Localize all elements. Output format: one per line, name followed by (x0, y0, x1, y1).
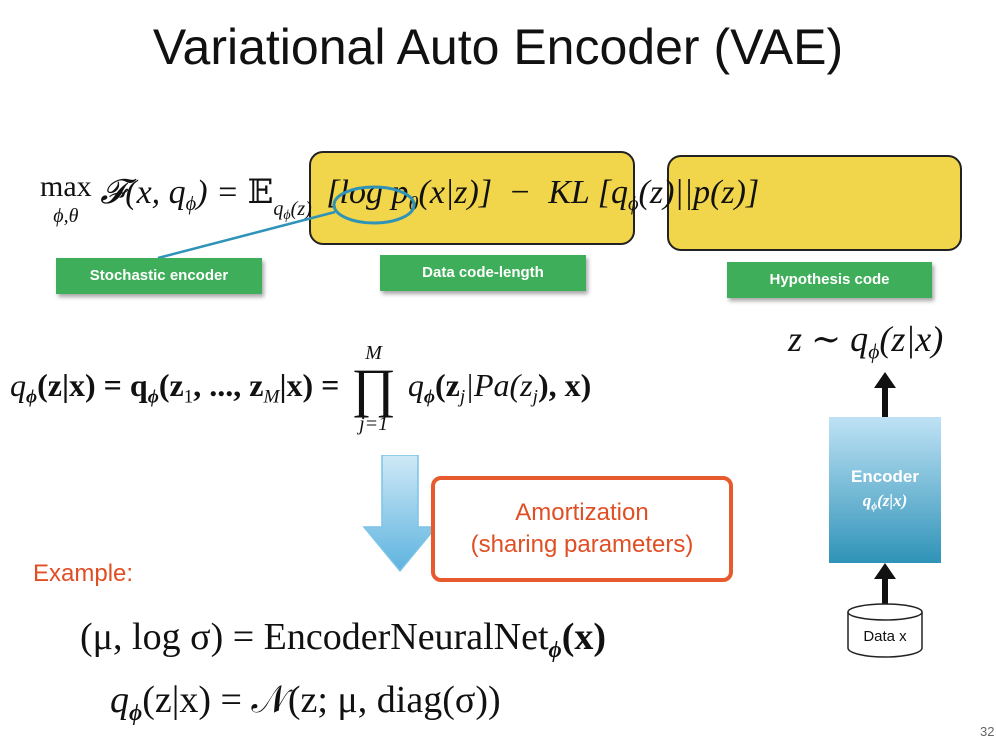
data-code-length-label: Data code-length (380, 255, 586, 291)
max-operator: max ϕ,θ (40, 170, 92, 227)
stochastic-encoder-label: Stochastic encoder (56, 258, 262, 294)
amortization-callout: Amortization (sharing parameters) (431, 476, 733, 582)
data-term: [log pθ(x|z)] (326, 174, 493, 216)
objective-equation: max ϕ,θ 𝓕(x, qϕ) = 𝔼qϕ(z) [log pθ(x|z)] … (40, 170, 760, 227)
encoder-formula: qϕ(z|x) (862, 491, 908, 513)
expectation-symbol: 𝔼 (247, 174, 274, 211)
expectation-subscript: qϕ(z) (273, 198, 312, 224)
encoder-block: Encoder qϕ(z|x) (829, 417, 941, 563)
hypothesis-code-label: Hypothesis code (727, 262, 932, 298)
database-cylinder-icon (847, 603, 923, 658)
data-input-arrow (874, 563, 896, 609)
objective-lhs: 𝓕(x, qϕ) = (100, 174, 239, 216)
kl-term: KL [qϕ(z)||p(z)] (548, 174, 760, 216)
example-equation-2: qϕ(z|x) = 𝒩(z; μ, diag(σ)) (110, 679, 501, 725)
slide-title: Variational Auto Encoder (VAE) (152, 19, 844, 75)
page-number: 32 (980, 724, 995, 739)
pointer-line (157, 210, 336, 260)
latent-sample-formula: z ∼ qϕ(z|x) (788, 319, 944, 364)
example-label: Example: (33, 560, 134, 587)
kl-term-highlight (667, 155, 962, 251)
factorization-equation: qϕ(z|x) = qϕ(z1, ..., zM|x) = M ∏ j=1 qϕ… (10, 342, 592, 436)
subscript-highlight-ellipse (332, 185, 416, 225)
data-term-highlight (309, 151, 635, 245)
encoder-output-arrow (874, 372, 896, 418)
down-arrow-icon (362, 455, 438, 573)
minus-sign: − (510, 174, 530, 211)
data-label: Data x (863, 628, 907, 645)
product-operator: M ∏ j=1 (351, 342, 396, 436)
example-equation-1: (μ, log σ) = EncoderNeuralNetϕ(x) (80, 616, 607, 662)
